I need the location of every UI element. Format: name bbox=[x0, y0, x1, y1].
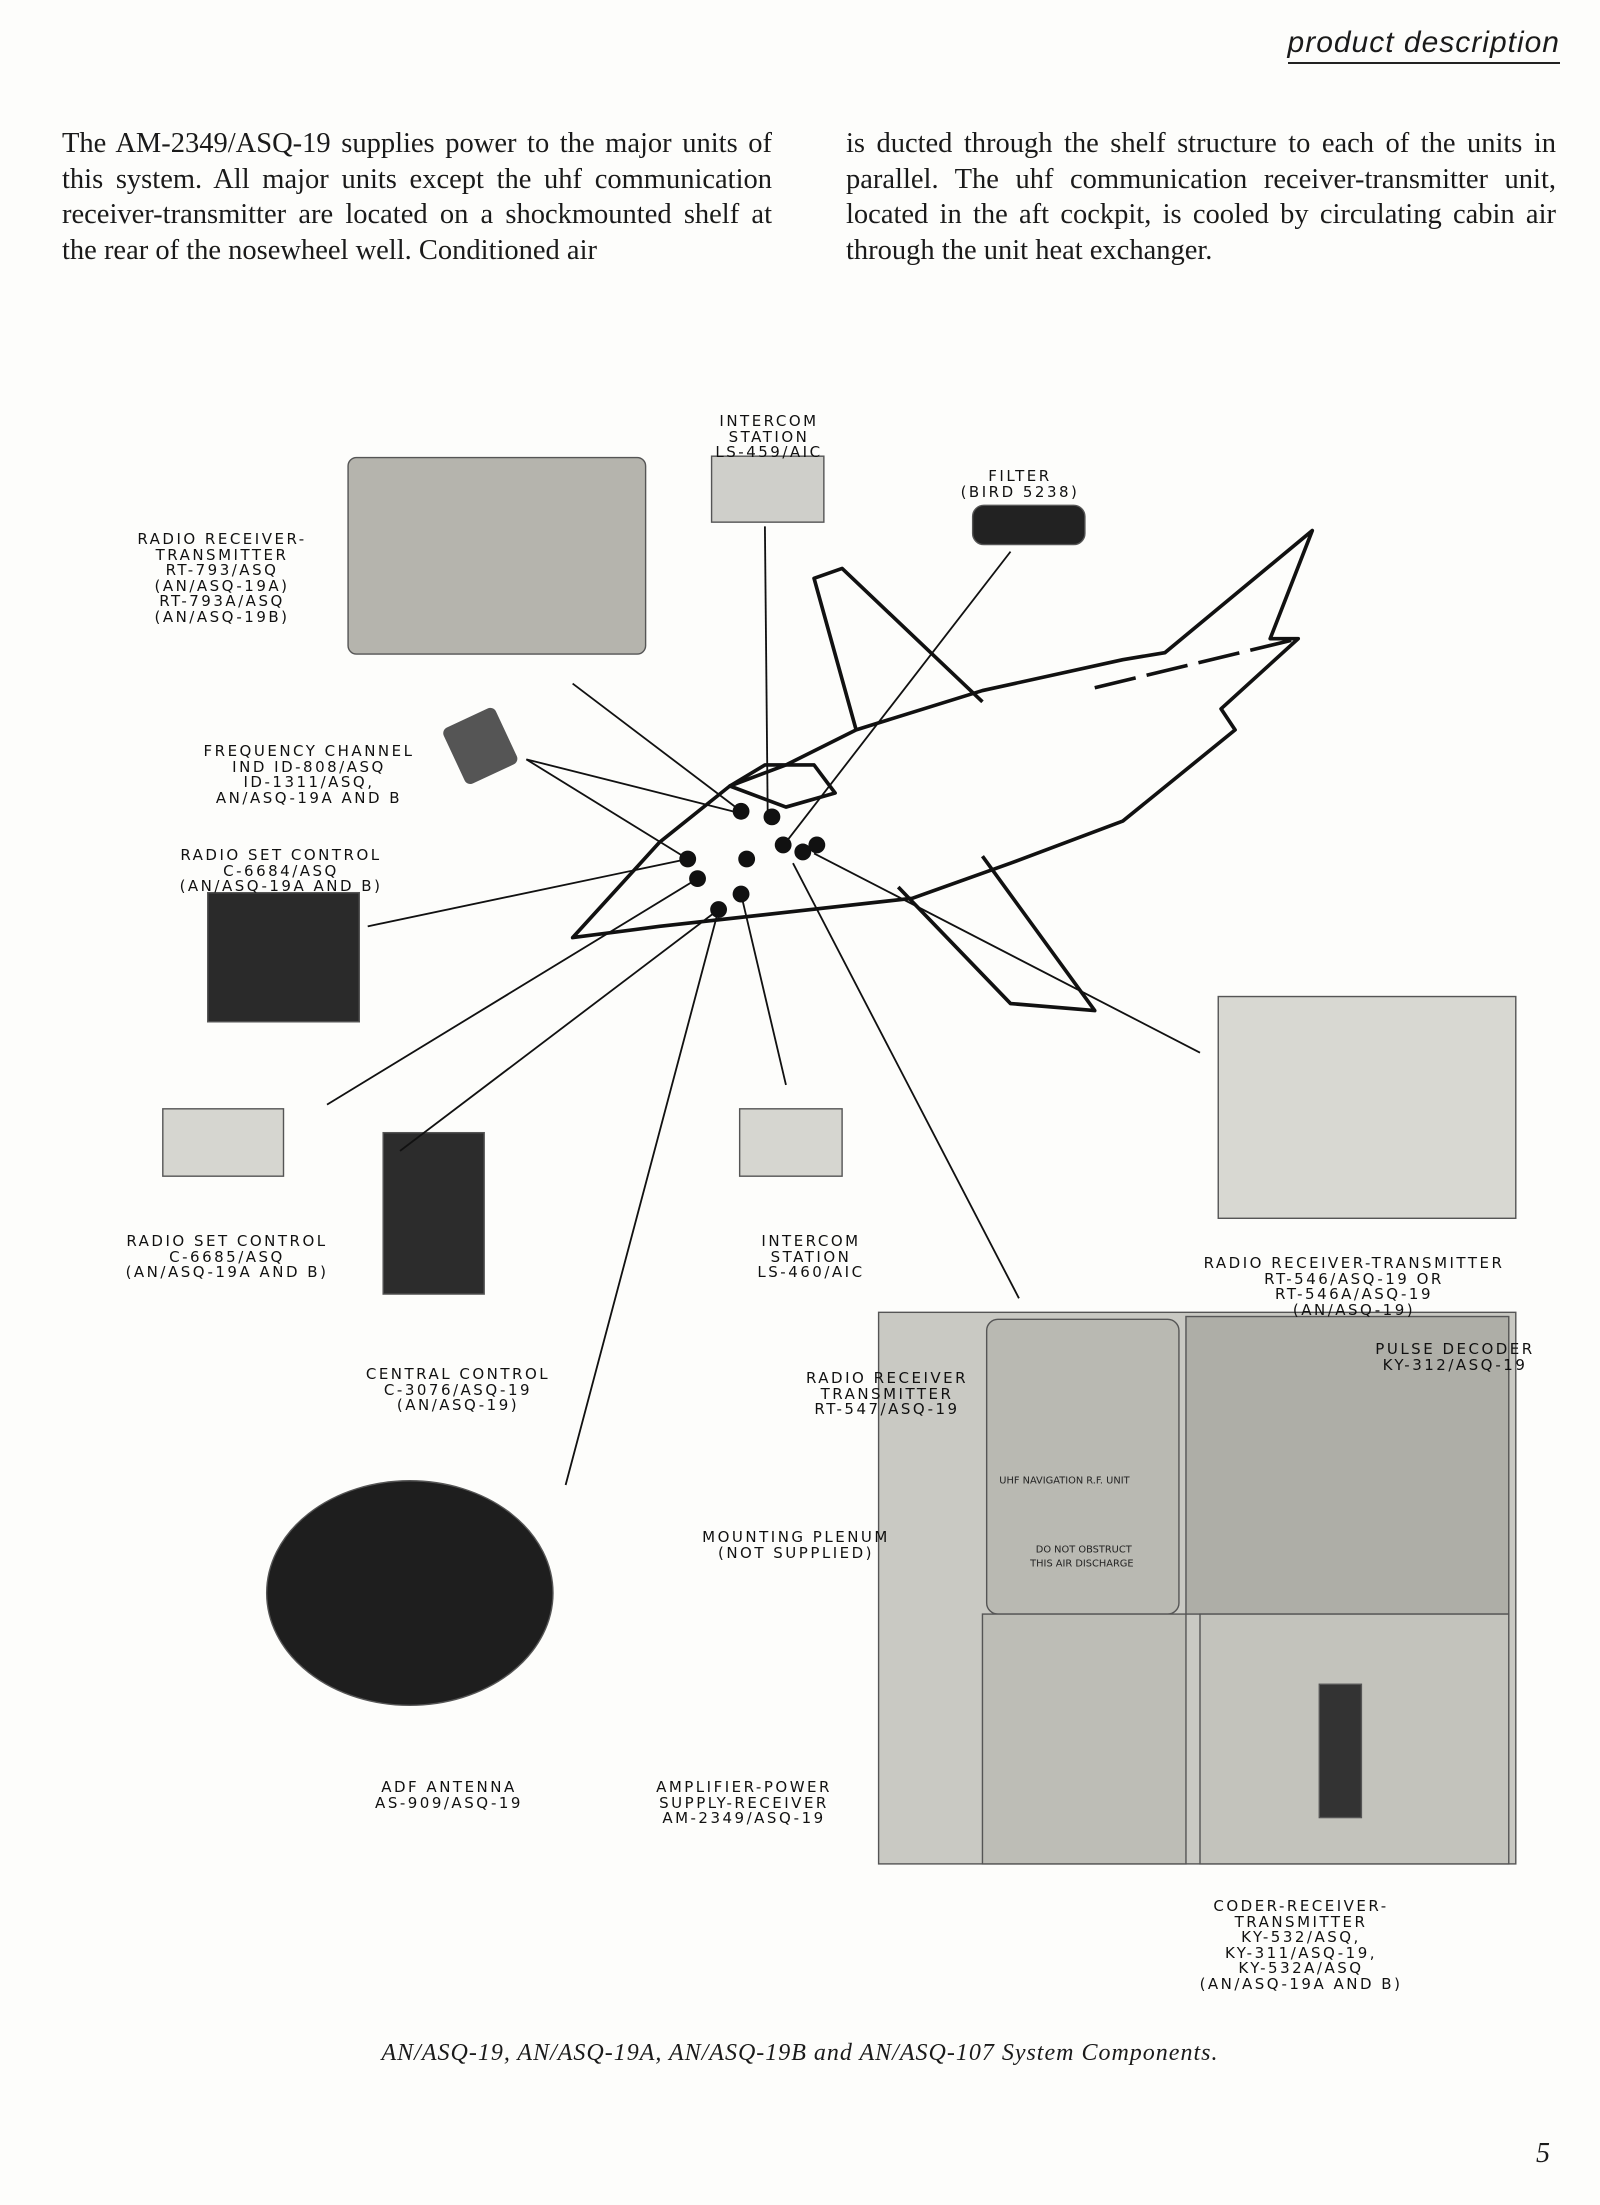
photo-adf-antenna bbox=[265, 1480, 554, 1707]
plate-do-not-obstruct: DO NOT OBSTRUCT bbox=[1036, 1544, 1133, 1555]
section-header: product description bbox=[1287, 26, 1560, 64]
photo-freq-indicator bbox=[443, 707, 518, 785]
body-right-column: is ducted through the shelf structure to… bbox=[846, 128, 1556, 266]
page-number: 5 bbox=[1536, 2138, 1550, 2169]
location-dots bbox=[679, 802, 826, 918]
photo-intercom-459 bbox=[710, 455, 825, 523]
photo-c-6684 bbox=[207, 891, 360, 1023]
label-mounting-plenum: MOUNTING PLENUM(NOT SUPPLIED) bbox=[702, 1528, 890, 1562]
figure-caption: AN/ASQ-19, AN/ASQ-19A, AN/ASQ-19B and AN… bbox=[381, 2040, 1219, 2066]
leader-lines bbox=[326, 526, 1201, 1486]
photo-c-6685 bbox=[162, 1108, 285, 1177]
aircraft-outline bbox=[570, 528, 1315, 1013]
plate-uhf-nav: UHF NAVIGATION R.F. UNIT bbox=[999, 1476, 1130, 1487]
body-left-column: The AM-2349/ASQ-19 supplies power to the… bbox=[62, 128, 772, 266]
photo-central-control bbox=[382, 1131, 485, 1295]
photo-rt-793 bbox=[347, 456, 647, 655]
photo-intercom-460 bbox=[738, 1108, 843, 1177]
photo-rt-546 bbox=[1217, 995, 1517, 1219]
label-filter: FILTER(BIRD 5238) bbox=[960, 467, 1080, 501]
photo-filter bbox=[971, 504, 1086, 546]
plate-air-discharge: THIS AIR DISCHARGE bbox=[1029, 1558, 1133, 1569]
